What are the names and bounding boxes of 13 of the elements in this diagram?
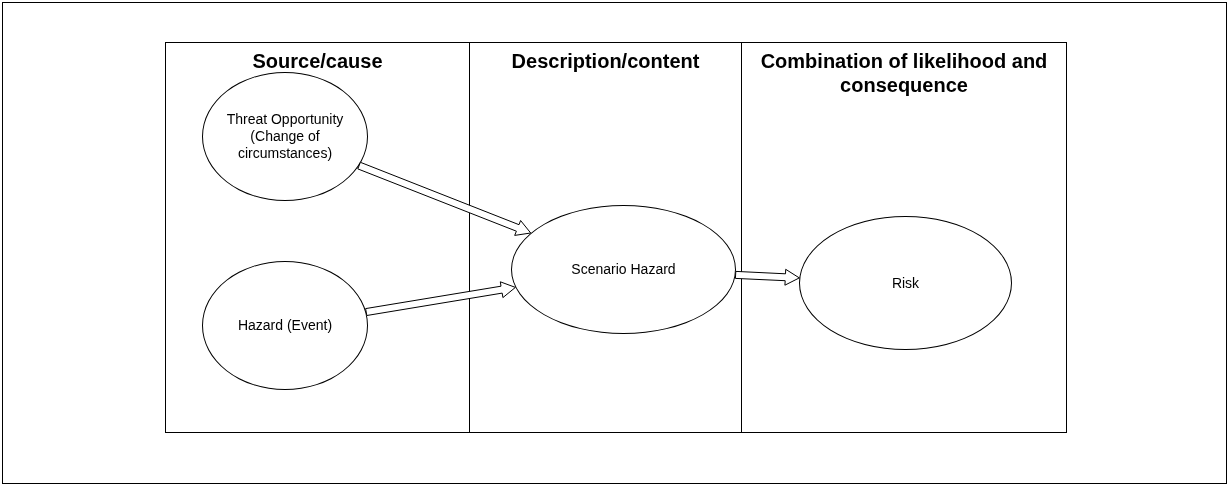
node-label: Scenario Hazard: [570, 261, 677, 278]
column-heading: Source/cause: [251, 49, 384, 73]
node-label: Threat Opportunity (Change of circumstances): [225, 111, 345, 162]
column-panel: [741, 42, 1067, 433]
node-label: Risk: [890, 274, 921, 292]
block-arrow: [734, 268, 800, 286]
block-arrow: [357, 161, 532, 236]
column-heading: Combination of likelihood and consequence: [759, 49, 1049, 97]
column-panel: [469, 42, 742, 433]
column-panel: [165, 42, 470, 433]
node-label: Hazard (Event): [236, 317, 334, 334]
block-arrow: [365, 281, 516, 316]
column-heading: Description/content: [510, 49, 701, 73]
